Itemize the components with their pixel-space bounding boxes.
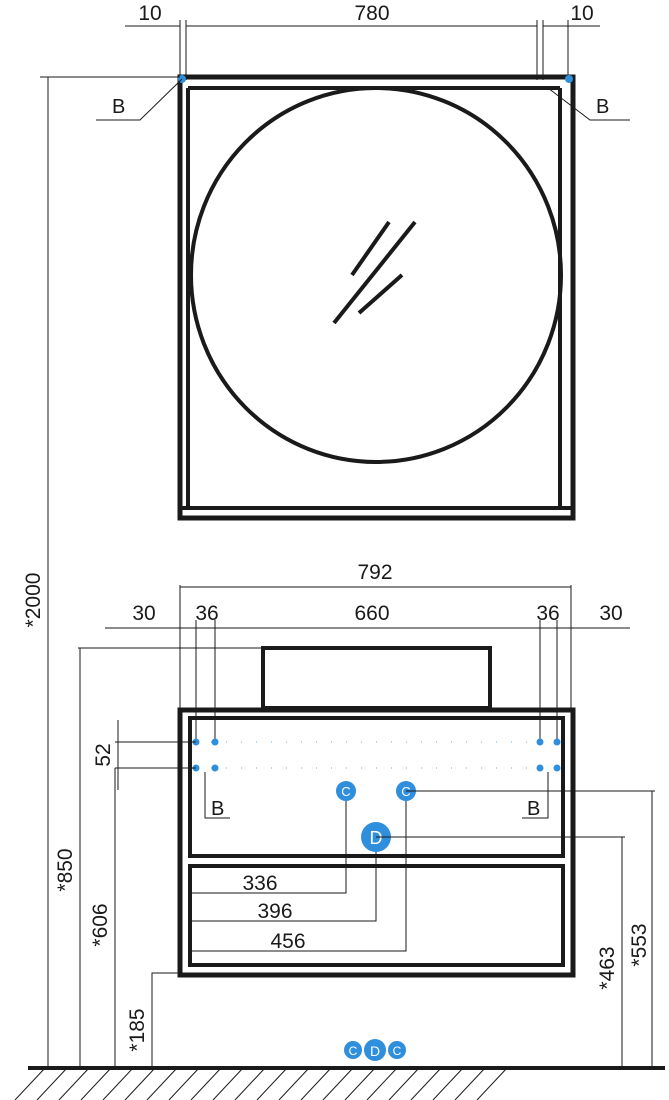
hatch-line (146, 1067, 178, 1100)
floor-connector-d-label: D (370, 1043, 380, 1059)
dim-line (190, 801, 407, 952)
floor-hatching (14, 1067, 508, 1100)
dim-total-height-label: *2000 (22, 573, 45, 628)
hatch-line (344, 1067, 376, 1100)
hatch-line (80, 1067, 112, 1100)
dim-total-height: *2000 (22, 76, 180, 1068)
mount-point (536, 738, 544, 746)
hatch-line (476, 1067, 508, 1100)
hatch-line (366, 1067, 398, 1100)
round-mirror (189, 86, 563, 464)
label-mirror-b-right: B (596, 96, 609, 118)
floor-connector-d (364, 1039, 386, 1061)
dim-rail-gap: 52 (92, 743, 115, 766)
label-cabinet-b-right: B (527, 798, 540, 820)
hatch-line (388, 1067, 420, 1100)
mount-point (211, 764, 219, 772)
floor: C D C (14, 1039, 665, 1100)
dim-inner-right: 36 (536, 602, 559, 625)
leader-b-left (96, 78, 183, 121)
dim-c-right-offset: 456 (270, 930, 305, 953)
hatch-line (322, 1067, 354, 1100)
floor-connector-c-left (344, 1041, 362, 1059)
floor-connector-c-left-label: C (349, 1044, 358, 1058)
dim-d-offset: 396 (257, 900, 292, 923)
glass-mark (332, 220, 417, 325)
leader-b-left (204, 772, 230, 819)
label-cabinet-b-left: B (211, 798, 224, 820)
dim-mirror-left-gap: 10 (138, 2, 161, 25)
hatch-line (234, 1067, 266, 1100)
mount-point (211, 738, 219, 746)
dim-mirror-width: 780 (354, 2, 389, 25)
vanity-cabinet: 792 30 36 660 36 30 (78, 561, 655, 1068)
hatch-line (36, 1067, 68, 1100)
floor-connector-c-right (388, 1041, 406, 1059)
hatch-line (14, 1067, 46, 1100)
hatch-line (454, 1067, 486, 1100)
mount-point (553, 738, 561, 746)
glass-mark (357, 273, 404, 315)
dim-side-right: 30 (599, 602, 622, 625)
mirror-assembly: 10 780 10 B B (96, 2, 630, 521)
mount-point (536, 764, 544, 772)
connector-c-left-label: C (341, 784, 350, 799)
left-height-dims: *850 *606 *185 (54, 648, 180, 1068)
mount-point (553, 764, 561, 772)
mirror-outer-frame (177, 74, 576, 521)
hatch-line (190, 1067, 222, 1100)
dim-cabinet-width: 792 (357, 561, 392, 584)
leader-b-right (522, 772, 549, 819)
hatch-line (256, 1067, 288, 1100)
hatch-line (102, 1067, 134, 1100)
connector-c-left (336, 781, 356, 801)
hatch-line (168, 1067, 200, 1100)
hatch-line (212, 1067, 244, 1100)
cabinet-body (177, 707, 576, 978)
leader-b-right (547, 87, 630, 121)
dim-side-left: 30 (132, 602, 155, 625)
hatch-line (278, 1067, 310, 1100)
hatch-line (410, 1067, 442, 1100)
dim-line (190, 852, 377, 922)
dim-mount-height: *606 (89, 903, 112, 946)
sink-basin (261, 646, 492, 710)
dim-inner-left: 36 (195, 602, 218, 625)
mount-point-b-right (565, 75, 573, 83)
dim-supply-height: *553 (628, 923, 651, 966)
hatch-line (300, 1067, 332, 1100)
dim-drain-height: *463 (596, 946, 619, 989)
dim-bottom-height: *185 (126, 1008, 149, 1051)
dim-top-height: *850 (54, 848, 77, 891)
dim-line (151, 972, 180, 1068)
connector-d-label: D (370, 828, 383, 848)
dim-span: 660 (354, 602, 389, 625)
dim-line (190, 801, 347, 894)
hatch-line (432, 1067, 464, 1100)
label-mirror-b-left: B (112, 96, 125, 118)
hatch-line (58, 1067, 90, 1100)
hatch-line (124, 1067, 156, 1100)
dim-c-left-offset: 336 (242, 872, 277, 895)
floor-connector-c-right-label: C (393, 1044, 402, 1058)
glass-mark (350, 220, 391, 277)
dim-mirror-right-gap: 10 (570, 2, 593, 25)
